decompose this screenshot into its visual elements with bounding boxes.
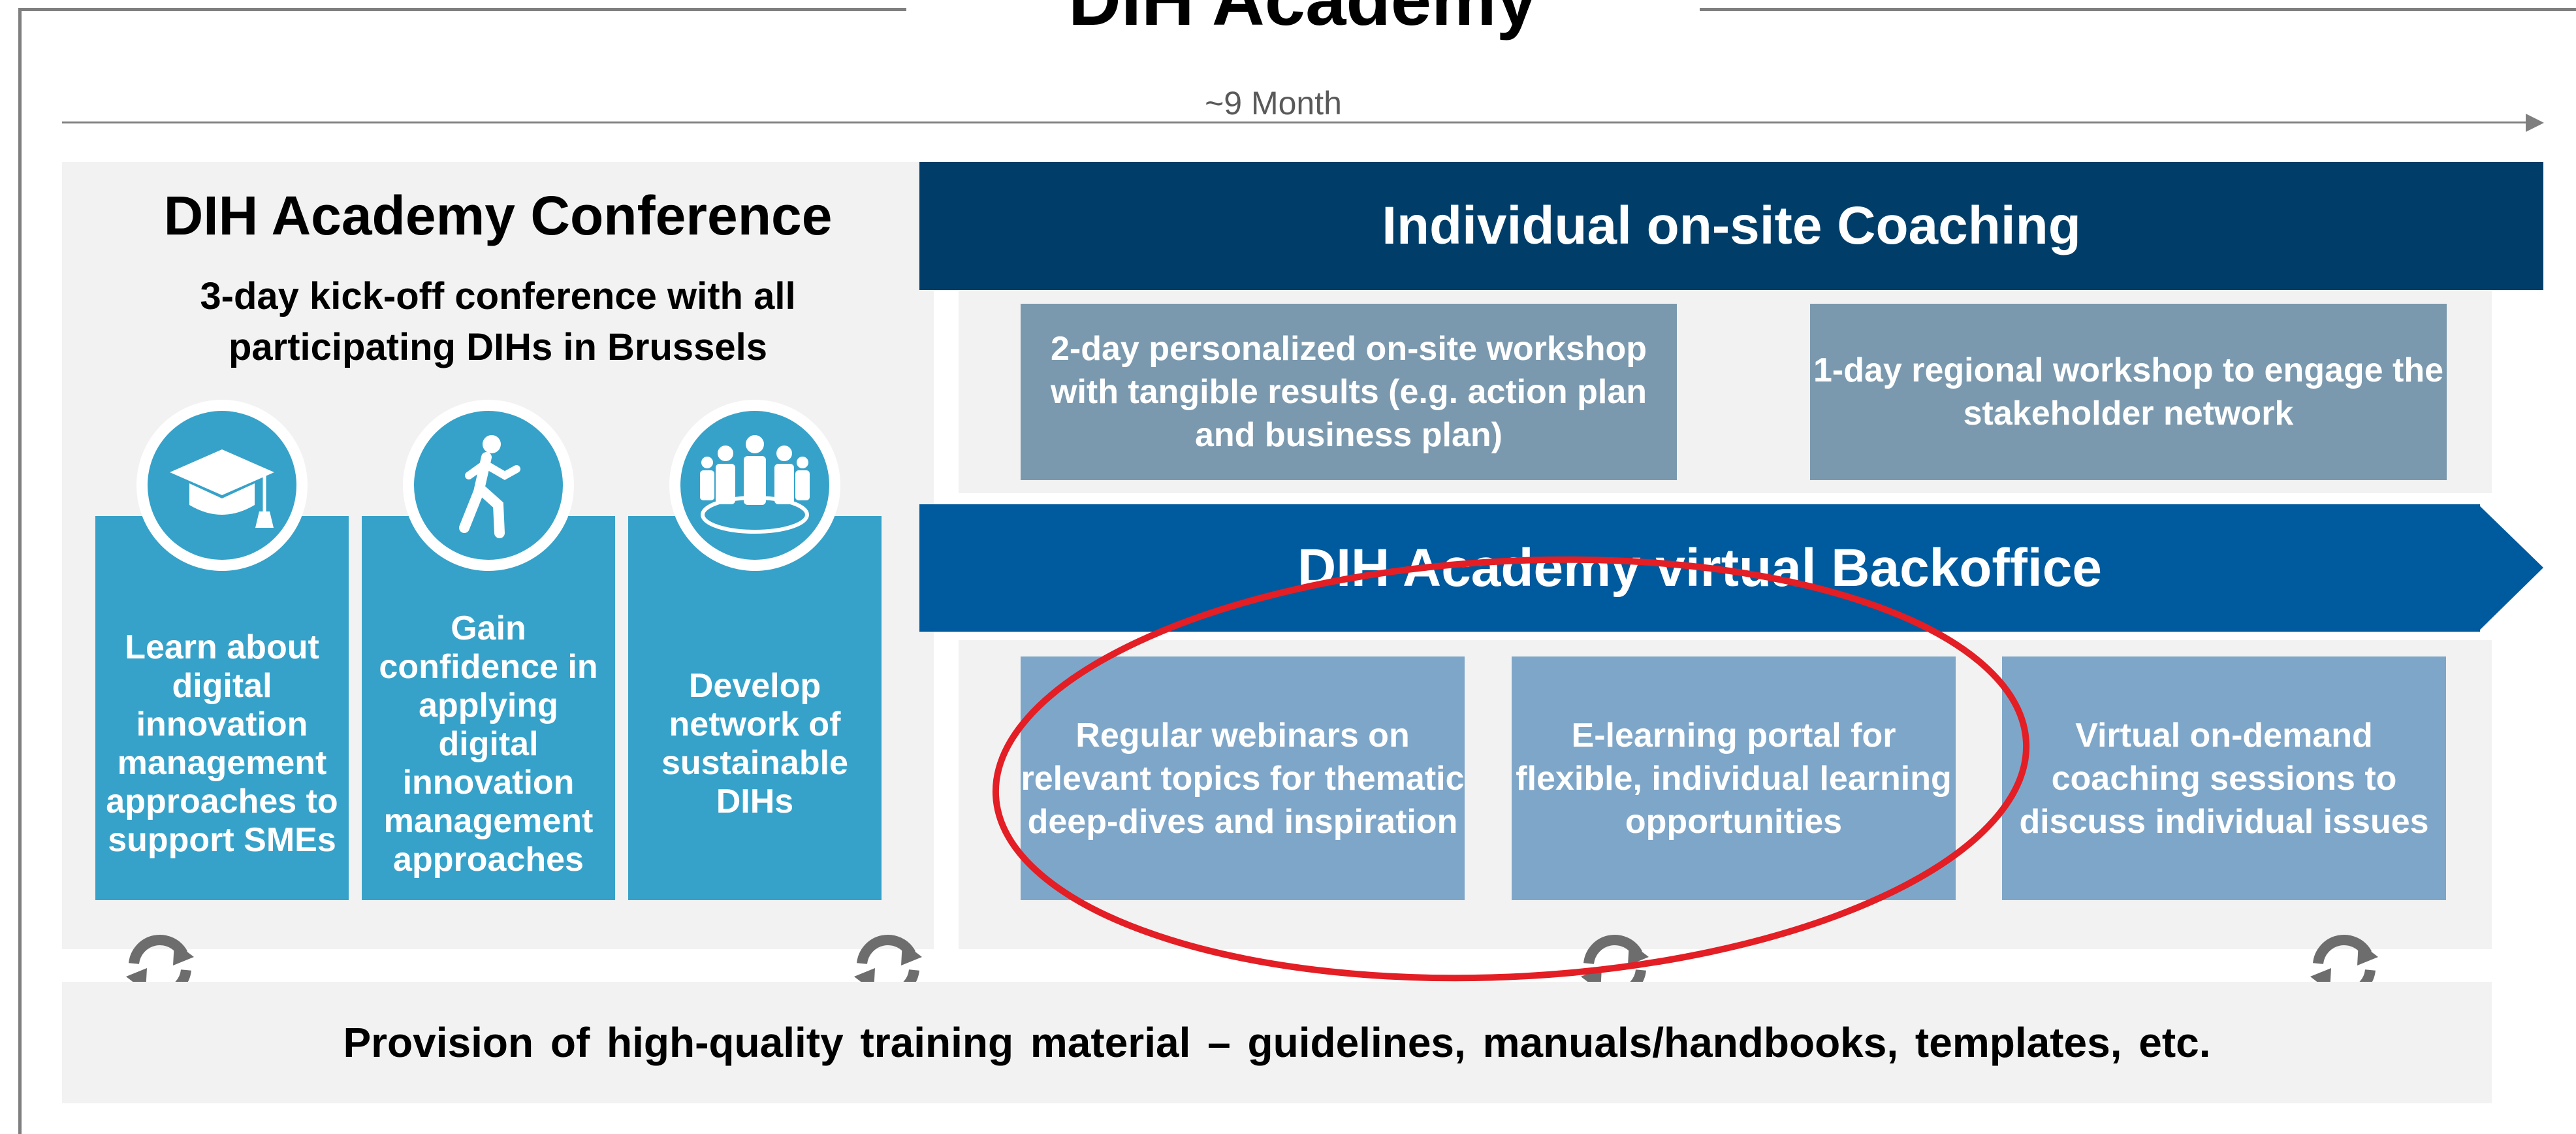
training-material-text: Provision of high-quality training mater… [343,1019,2211,1066]
graduation-cap-icon [136,400,308,571]
coaching-title: Individual on-site Coaching [1382,196,2081,255]
frame-left-border [18,8,22,1134]
running-person-icon [403,400,574,571]
backoffice-title: DIH Academy virtual Backoffice [1297,538,2102,598]
frame-top-right-border [1700,8,2576,11]
frame-top-left-border [18,8,906,11]
timeline-arrow-head [2526,114,2544,132]
training-material-panel: Provision of high-quality training mater… [62,982,2492,1103]
conference-subtitle: 3-day kick-off conference with all parti… [200,275,796,368]
coaching-box-text: 2-day personalized on-site workshop with… [1050,330,1647,454]
conference-box-text: Learn about digital innovation managemen… [106,628,338,859]
network-people-icon [669,400,840,571]
backoffice-box-text: Virtual on-demand coaching sessions to d… [2019,716,2429,841]
coaching-banner: Individual on-site Coaching [919,162,2543,290]
backoffice-banner: DIH Academy virtual Backoffice [919,504,2480,632]
timeline-arrow-line [62,122,2530,123]
backoffice-banner-arrow-tip [2478,504,2543,632]
conference-box-confidence: Gain confidence in applying digital inno… [362,516,615,900]
coaching-box-workshop: 2-day personalized on-site workshop with… [1021,304,1677,480]
backoffice-box-coaching-sessions: Virtual on-demand coaching sessions to d… [2002,656,2446,900]
conference-title: DIH Academy Conference [163,185,833,246]
backoffice-box-elearning: E-learning portal for flexible, individu… [1512,656,1956,900]
main-title: DIH Academy [908,0,1698,46]
conference-box-learn: Learn about digital innovation managemen… [95,516,349,900]
timeline-label: ~9 Month [1205,85,1342,122]
coaching-box-regional: 1-day regional workshop to engage the st… [1810,304,2447,480]
conference-box-text: Develop network of sustainable DIHs [661,667,849,820]
backoffice-box-text: E-learning portal for flexible, individu… [1516,716,1952,841]
coaching-box-text: 1-day regional workshop to engage the st… [1813,351,2444,432]
backoffice-box-text: Regular webinars on relevant topics for … [1021,716,1465,841]
conference-box-text: Gain confidence in applying digital inno… [379,609,598,879]
coaching-banner-arrow-tip [2478,162,2543,290]
backoffice-box-webinars: Regular webinars on relevant topics for … [1021,656,1465,900]
conference-box-network: Develop network of sustainable DIHs [628,516,882,900]
